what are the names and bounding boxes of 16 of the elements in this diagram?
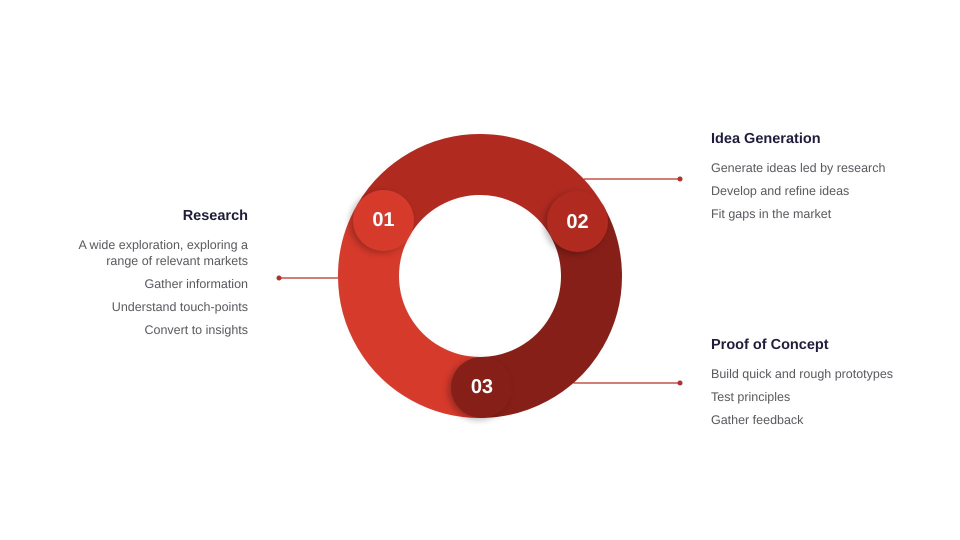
bullet-text: Fit gaps in the market — [711, 206, 832, 222]
bullet-text: Gather information — [143, 276, 248, 292]
section-heading: Proof of Concept — [711, 336, 830, 354]
leader-line — [276, 276, 338, 280]
bullet-text: Generate ideas led by research — [711, 160, 886, 176]
bullet-text: Understand touch-points — [110, 299, 248, 315]
bullet-text: Build quick and rough prototypes — [711, 366, 894, 382]
bullet-text: Gather feedback — [711, 412, 804, 428]
section-heading: Research — [182, 207, 248, 225]
bullet-text: A wide exploration, exploring a range of relevant markets — [77, 237, 248, 269]
leader-line — [573, 380, 682, 386]
bullet-text: Develop and refine ideas — [711, 183, 850, 199]
section-heading: Idea Generation — [711, 130, 822, 148]
bullet-text: Convert to insights — [143, 322, 248, 338]
leader-line — [584, 176, 682, 182]
bullet-text: Test principles — [711, 389, 792, 405]
